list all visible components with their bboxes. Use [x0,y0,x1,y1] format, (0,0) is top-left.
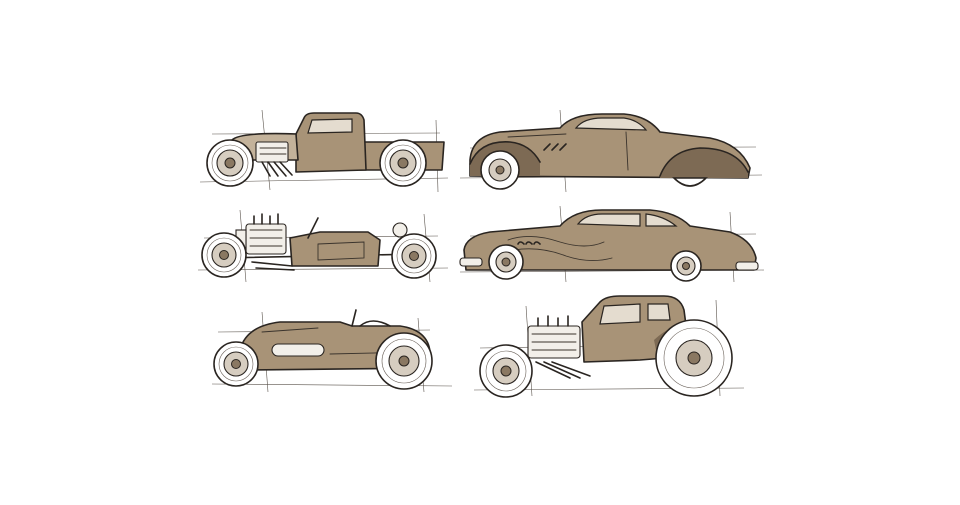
highboy-coupe [473,295,745,398]
t-bucket-roadster [197,209,449,283]
fastback-coupe [459,109,763,193]
track-roadster [211,309,453,393]
pickup-hot-rod [199,109,449,193]
lead-sled-custom [459,205,765,283]
